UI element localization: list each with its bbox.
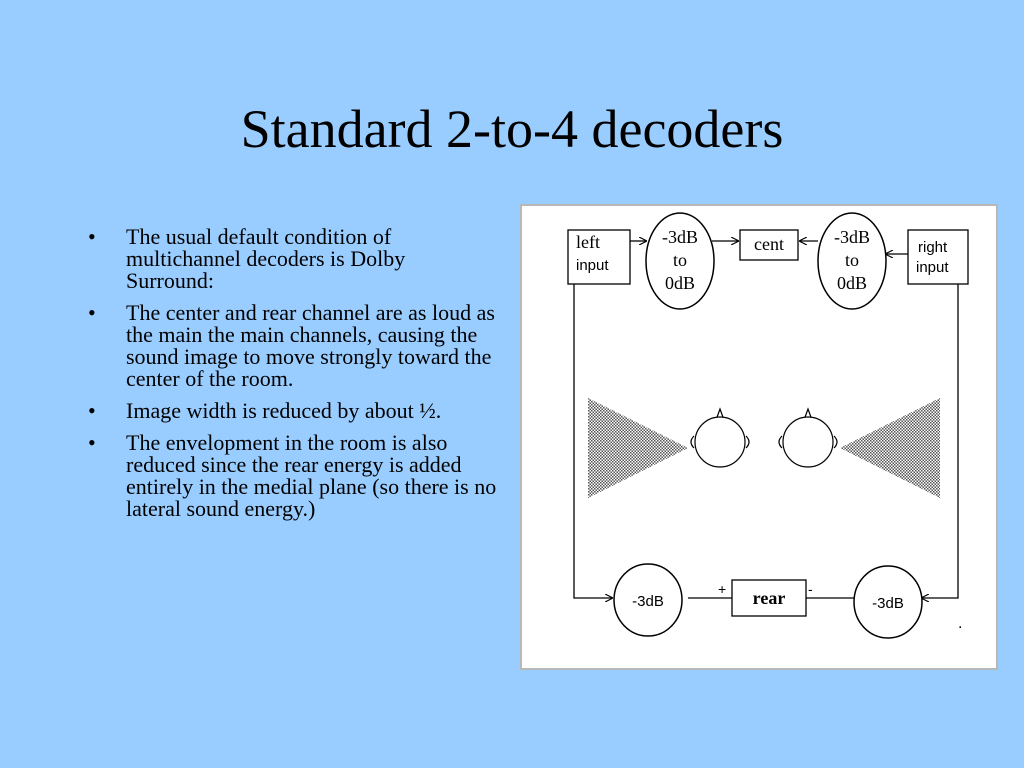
right-input-label-1: right bbox=[918, 239, 948, 256]
decoder-diagram: left input right input -3dB to 0dB -3dB … bbox=[520, 204, 998, 670]
left-input-label-1: left bbox=[576, 232, 600, 252]
bullet-item: Image width is reduced by about ½. bbox=[88, 400, 498, 423]
left-input-box bbox=[567, 229, 631, 285]
line-right-to-rear bbox=[922, 284, 959, 598]
left-gain-ellipse bbox=[645, 212, 715, 310]
rear-right-gain-circle bbox=[853, 565, 923, 639]
rear-box bbox=[731, 579, 807, 617]
left-input-label-2: input bbox=[576, 257, 609, 274]
left-listener-head bbox=[690, 407, 750, 468]
right-input-box bbox=[907, 229, 969, 285]
left-gain-label-3: 0dB bbox=[665, 273, 695, 293]
line-left-to-rear bbox=[573, 284, 612, 598]
bullet-item: The envelopment in the room is also redu… bbox=[88, 432, 498, 520]
center-box bbox=[739, 229, 799, 261]
right-listener-head bbox=[778, 407, 838, 468]
right-gain-label-3: 0dB bbox=[837, 273, 867, 293]
center-label: cent bbox=[754, 234, 784, 254]
right-gain-ellipse bbox=[817, 212, 887, 310]
left-speaker bbox=[588, 398, 688, 498]
left-gain-label-1: -3dB bbox=[662, 227, 698, 247]
right-speaker bbox=[840, 398, 940, 498]
bullet-list: The usual default condition of multichan… bbox=[88, 226, 498, 530]
rear-left-gain-circle bbox=[613, 563, 683, 637]
plus-sign: + bbox=[718, 581, 726, 597]
slide-title: Standard 2-to-4 decoders bbox=[240, 99, 784, 159]
right-gain-label-2: to bbox=[845, 250, 859, 270]
dot-mark: . bbox=[958, 615, 962, 632]
minus-sign: - bbox=[808, 581, 813, 597]
left-gain-label-2: to bbox=[673, 250, 687, 270]
rear-right-gain-label: -3dB bbox=[872, 595, 904, 612]
right-input-label-2: input bbox=[916, 259, 949, 276]
rear-label: rear bbox=[753, 588, 786, 608]
decoder-diagram-svg: left input right input -3dB to 0dB -3dB … bbox=[567, 212, 969, 639]
signal-lines bbox=[573, 241, 959, 598]
rear-left-gain-label: -3dB bbox=[632, 593, 664, 610]
bullet-item: The center and rear channel are as loud … bbox=[88, 302, 498, 390]
right-gain-label-1: -3dB bbox=[834, 227, 870, 247]
bullet-item: The usual default condition of multichan… bbox=[88, 226, 498, 292]
